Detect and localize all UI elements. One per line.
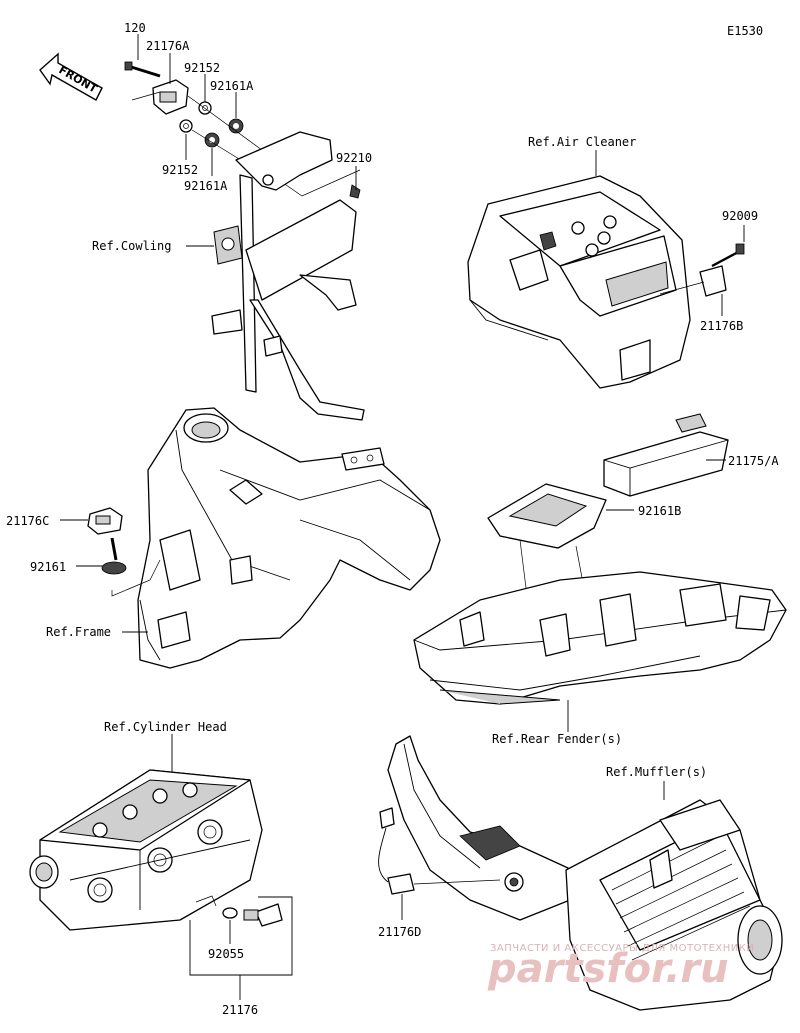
label-92152-upper: 92152 — [184, 61, 220, 75]
label-21176d: 21176D — [378, 925, 421, 939]
bracket-21176 — [189, 896, 293, 976]
watermark-logo-text: partsfor.ru — [487, 946, 729, 992]
label-21176b: 21176B — [700, 319, 743, 333]
label-92055: 92055 — [208, 947, 244, 961]
ecu-and-rear-fender — [413, 413, 787, 705]
label-92161a-upper: 92161A — [210, 79, 254, 93]
label-ref-muffler: Ref.Muffler(s) — [606, 765, 707, 779]
label-ref-air-cleaner: Ref.Air Cleaner — [528, 135, 636, 149]
frame — [87, 407, 441, 669]
leader-lines — [60, 34, 745, 1000]
label-92161: 92161 — [30, 560, 66, 574]
label-92161b: 92161B — [638, 504, 681, 518]
label-ref-cylinder-head: Ref.Cylinder Head — [104, 720, 227, 734]
label-21176: 21176 — [222, 1003, 258, 1017]
diagram-id: E1530 — [727, 24, 763, 38]
front-arrow-icon: FRONT — [39, 52, 103, 101]
label-21176a: 21176A — [146, 39, 190, 53]
label-92152-lower: 92152 — [162, 163, 198, 177]
exhaust-and-muffler — [378, 735, 783, 1011]
watermark-tagline: ЗАПЧАСТИ И АКСЕССУАРЫ ДЛЯ МОТОТЕХНИКИ — [490, 943, 754, 954]
air-cleaner — [467, 175, 745, 389]
cylinder-head — [29, 769, 283, 931]
label-ref-rear-fender: Ref.Rear Fender(s) — [492, 732, 622, 746]
label-21175a: 21175/A — [728, 454, 779, 468]
label-92161a-lower: 92161A — [184, 179, 228, 193]
label-92210: 92210 — [336, 151, 372, 165]
label-21176c: 21176C — [6, 514, 49, 528]
label-ref-cowling: Ref.Cowling — [92, 239, 171, 253]
label-92009: 92009 — [722, 209, 758, 223]
label-120: 120 — [124, 21, 146, 35]
label-ref-frame: Ref.Frame — [46, 625, 111, 639]
cowling-bracket-assembly — [124, 61, 365, 421]
